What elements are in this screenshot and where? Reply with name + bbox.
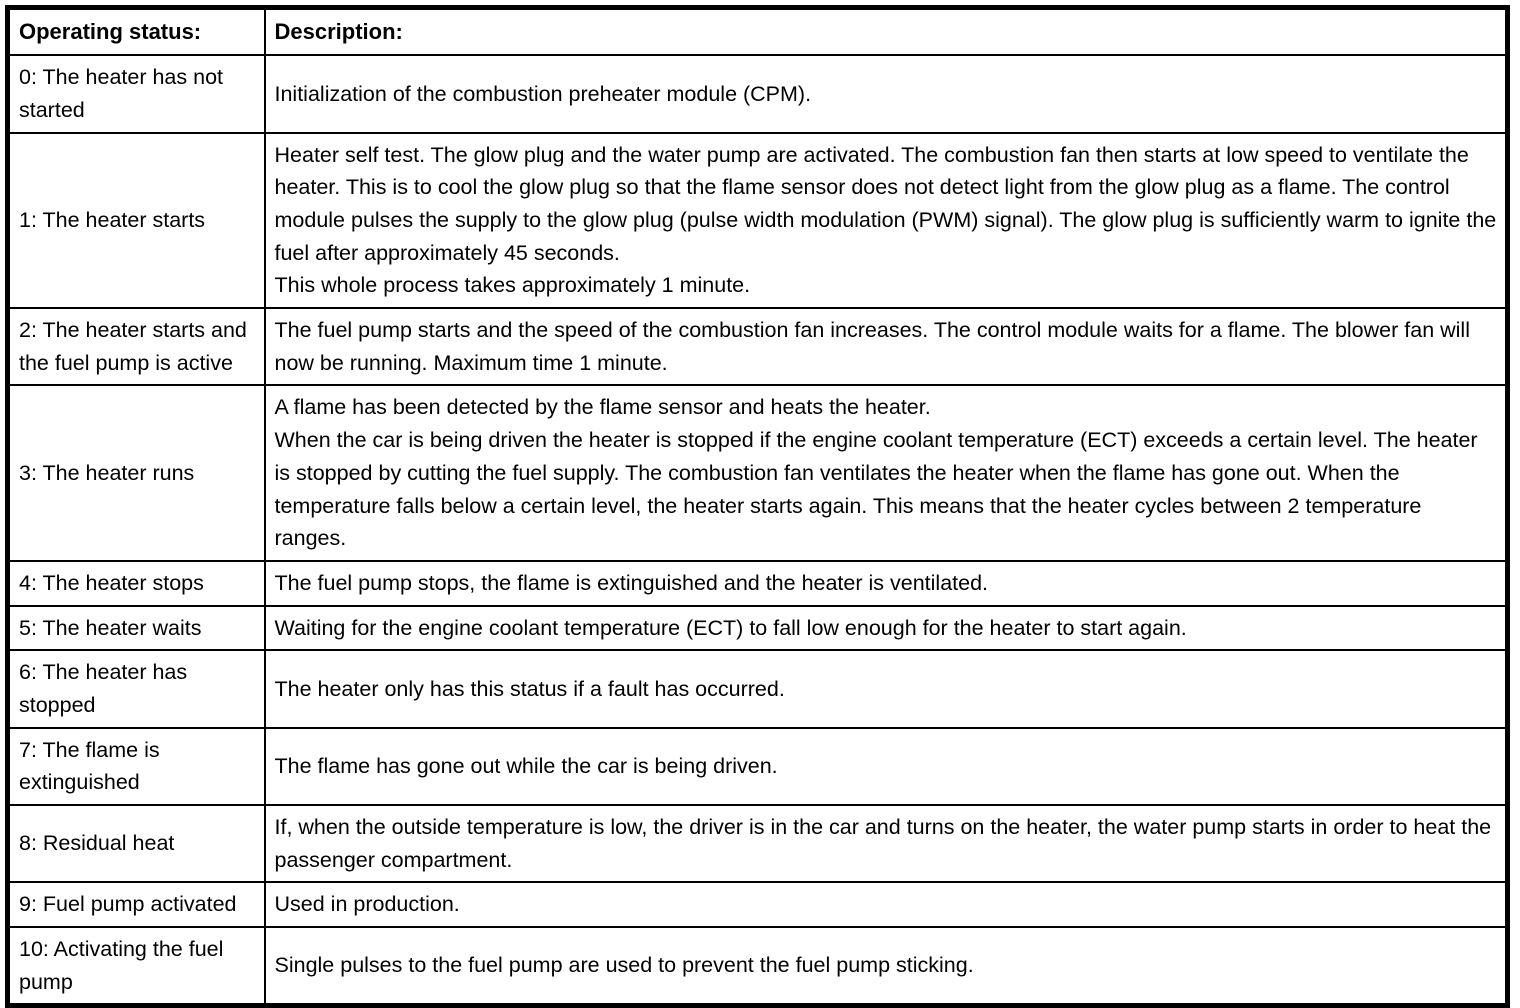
operating-status-cell: 10: Activating the fuel pump — [6, 925, 266, 1007]
description-line: Heater self test. The glow plug and the … — [274, 142, 1497, 265]
description-cell: A flame has been detected by the flame s… — [263, 384, 1509, 562]
table-body: 0: The heater has not started Initializat… — [6, 54, 1509, 1007]
column-header-operating-status: Operating status: — [6, 6, 266, 57]
column-header-description: Description: — [263, 6, 1509, 57]
description-cell: Initialization of the combustion preheat… — [263, 54, 1509, 134]
operating-status-cell: 9: Fuel pump activated — [6, 881, 266, 928]
description-line: The fuel pump starts and the speed of th… — [274, 318, 1470, 375]
description-cell: The flame has gone out while the car is … — [263, 726, 1509, 806]
description-line: Initialization of the combustion preheat… — [274, 81, 812, 106]
description-cell: Single pulses to the fuel pump are used … — [263, 925, 1509, 1007]
description-cell: The heater only has this status if a fau… — [263, 649, 1509, 729]
table-row: 10: Activating the fuel pump Single pulse… — [6, 925, 1509, 1007]
operating-status-cell: 0: The heater has not started — [6, 54, 266, 134]
description-cell: If, when the outside temperature is low,… — [263, 803, 1509, 884]
description-line: The flame has gone out while the car is … — [274, 753, 778, 778]
operating-status-table: Operating status: Description: 0: The he… — [5, 5, 1510, 1008]
table-row: 2: The heater starts and the fuel pump i… — [6, 307, 1509, 387]
description-cell: Heater self test. The glow plug and the … — [263, 131, 1509, 310]
table-row: 3: The heater runs A flame has been detec… — [6, 384, 1509, 562]
operating-status-cell: 2: The heater starts and the fuel pump i… — [6, 307, 266, 387]
table-row: 4: The heater stops The fuel pump stops, … — [6, 559, 1509, 607]
description-line: When the car is being driven the heater … — [274, 428, 1478, 551]
operating-status-cell: 8: Residual heat — [6, 803, 266, 884]
table-header: Operating status: Description: — [6, 6, 1509, 57]
table-row: 9: Fuel pump activated Used in production… — [6, 881, 1509, 928]
description-line: This whole process takes approximately 1… — [274, 273, 751, 298]
table-row: 7: The flame is extinguished The flame ha… — [6, 726, 1509, 806]
table-row: 5: The heater waits Waiting for the engin… — [6, 604, 1509, 652]
table-header-row: Operating status: Description: — [6, 6, 1509, 57]
operating-status-cell: 7: The flame is extinguished — [6, 726, 266, 806]
description-line: The heater only has this status if a fau… — [274, 676, 785, 701]
description-line: A flame has been detected by the flame s… — [274, 395, 931, 420]
description-line: Waiting for the engine coolant temperatu… — [274, 615, 1187, 640]
description-cell: The fuel pump stops, the flame is exting… — [263, 559, 1509, 607]
operating-status-cell: 5: The heater waits — [6, 604, 266, 652]
table-row: 0: The heater has not started Initializat… — [6, 54, 1509, 134]
description-cell: Used in production. — [263, 881, 1509, 928]
description-line: The fuel pump stops, the flame is exting… — [274, 570, 989, 595]
operating-status-cell: 1: The heater starts — [6, 131, 266, 310]
description-cell: Waiting for the engine coolant temperatu… — [263, 604, 1509, 652]
description-line: If, when the outside temperature is low,… — [274, 814, 1492, 872]
operating-status-cell: 4: The heater stops — [6, 559, 266, 607]
operating-status-cell: 6: The heater has stopped — [6, 649, 266, 729]
description-cell: The fuel pump starts and the speed of th… — [263, 307, 1509, 387]
description-line: Single pulses to the fuel pump are used … — [274, 953, 974, 978]
description-line: Used in production. — [274, 892, 460, 917]
operating-status-cell: 3: The heater runs — [6, 384, 266, 562]
table-row: 6: The heater has stopped The heater only… — [6, 649, 1509, 729]
